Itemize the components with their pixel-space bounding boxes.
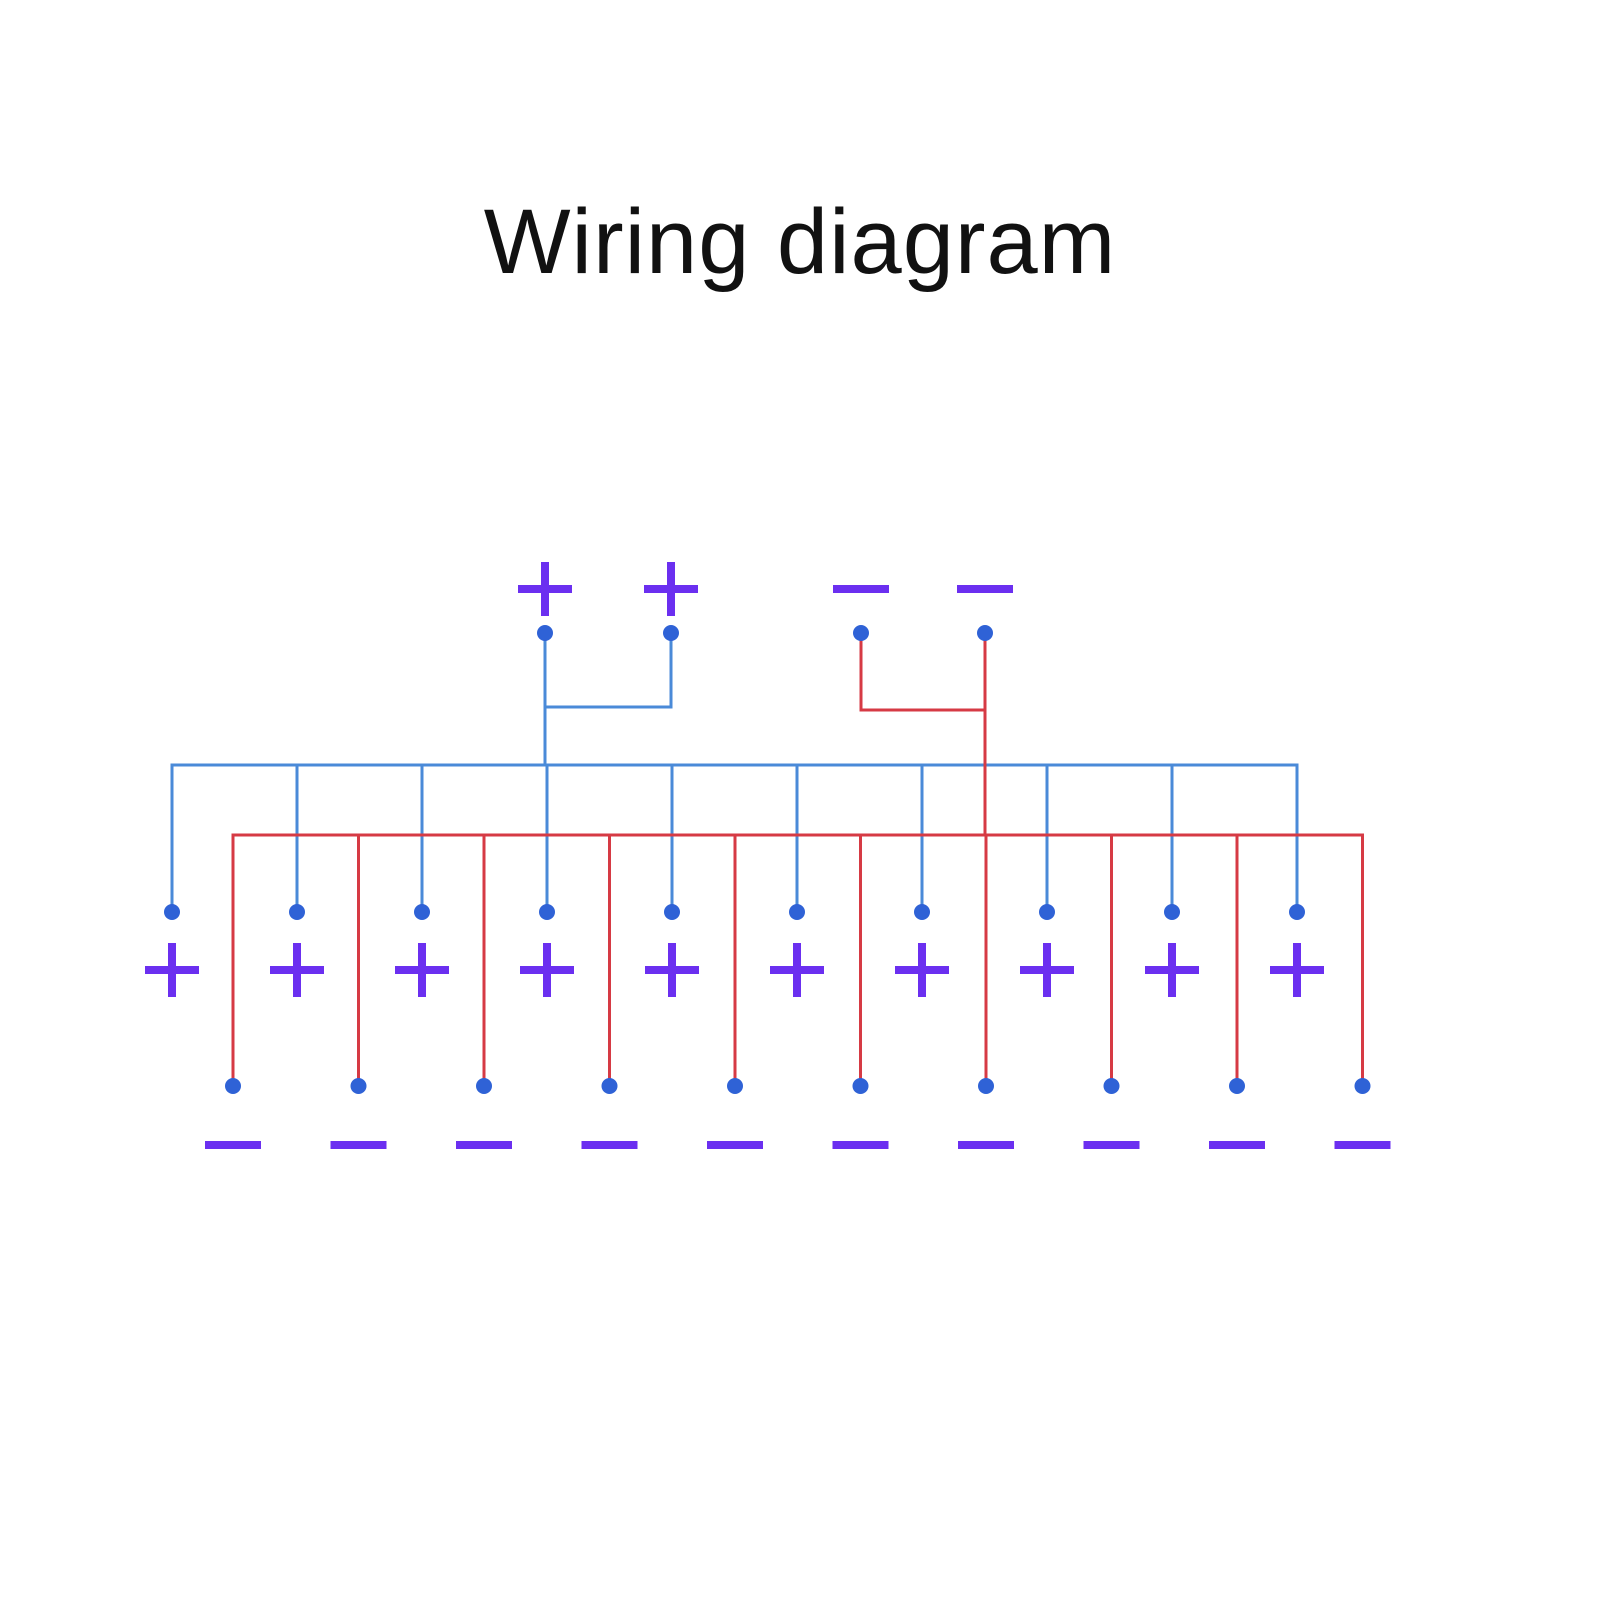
- output-minus-symbol-10: [1334, 1141, 1391, 1149]
- output-positive-terminal-10: [1289, 904, 1305, 920]
- negative-wires: [231, 631, 1364, 1088]
- output-plus-symbol-10: [1270, 943, 1324, 997]
- input-minus-symbol-2: [957, 585, 1013, 593]
- input-positive-terminal-1: [537, 625, 553, 641]
- terminal-dots: [164, 625, 1371, 1094]
- output-minus-symbol-5: [707, 1141, 763, 1149]
- output-positive-terminal-8: [1039, 904, 1055, 920]
- output-negative-terminal-2: [350, 1078, 367, 1094]
- output-negative-terminal-8: [1103, 1078, 1120, 1094]
- positive-wires: [170, 633, 1299, 914]
- output-minus-symbol-8: [1083, 1141, 1140, 1149]
- output-minus-symbol-7: [958, 1141, 1014, 1149]
- output-minus-symbol-9: [1209, 1141, 1265, 1149]
- output-positive-terminal-3: [414, 904, 430, 920]
- input-negative-terminal-1: [853, 625, 869, 641]
- output-plus-symbol-3: [395, 943, 449, 997]
- output-plus-symbol-9: [1145, 943, 1199, 997]
- output-minus-symbol-4: [581, 1141, 638, 1149]
- output-minus-symbol-6: [832, 1141, 889, 1149]
- output-negative-terminal-6: [852, 1078, 869, 1094]
- input-minus-symbol-1: [833, 585, 889, 593]
- output-plus-symbol-8: [1020, 943, 1074, 997]
- output-negative-terminal-9: [1229, 1078, 1245, 1094]
- output-negative-terminal-4: [601, 1078, 618, 1094]
- output-positive-terminal-5: [664, 904, 680, 920]
- output-plus-symbol-5: [645, 943, 699, 997]
- output-positive-terminal-4: [539, 904, 555, 920]
- output-plus-symbol-2: [270, 943, 324, 997]
- input-plus-symbol-2: [644, 562, 698, 616]
- output-minus-symbol-3: [456, 1141, 512, 1149]
- output-positive-terminal-1: [164, 904, 180, 920]
- output-minus-symbol-2: [330, 1141, 387, 1149]
- page-title: Wiring diagram: [483, 191, 1117, 293]
- input-negative-terminal-2: [977, 625, 993, 641]
- output-plus-symbol-4: [520, 943, 574, 997]
- output-negative-terminal-5: [727, 1078, 743, 1094]
- output-minus-symbol-1: [205, 1141, 261, 1149]
- output-negative-terminal-3: [476, 1078, 492, 1094]
- output-positive-terminal-7: [914, 904, 930, 920]
- negative-input-join-wire: [859, 633, 985, 712]
- output-negative-terminal-7: [978, 1078, 994, 1094]
- output-negative-terminal-1: [225, 1078, 241, 1094]
- polarity-symbols: [145, 562, 1391, 1149]
- input-plus-symbol-1: [518, 562, 572, 616]
- output-positive-terminal-9: [1164, 904, 1180, 920]
- output-positive-terminal-6: [789, 904, 805, 920]
- output-negative-terminal-10: [1354, 1078, 1371, 1094]
- input-positive-terminal-2: [663, 625, 679, 641]
- output-plus-symbol-7: [895, 943, 949, 997]
- output-plus-symbol-1: [145, 943, 199, 997]
- output-plus-symbol-6: [770, 943, 824, 997]
- positive-input-join-wire: [543, 633, 673, 709]
- output-positive-terminal-2: [289, 904, 305, 920]
